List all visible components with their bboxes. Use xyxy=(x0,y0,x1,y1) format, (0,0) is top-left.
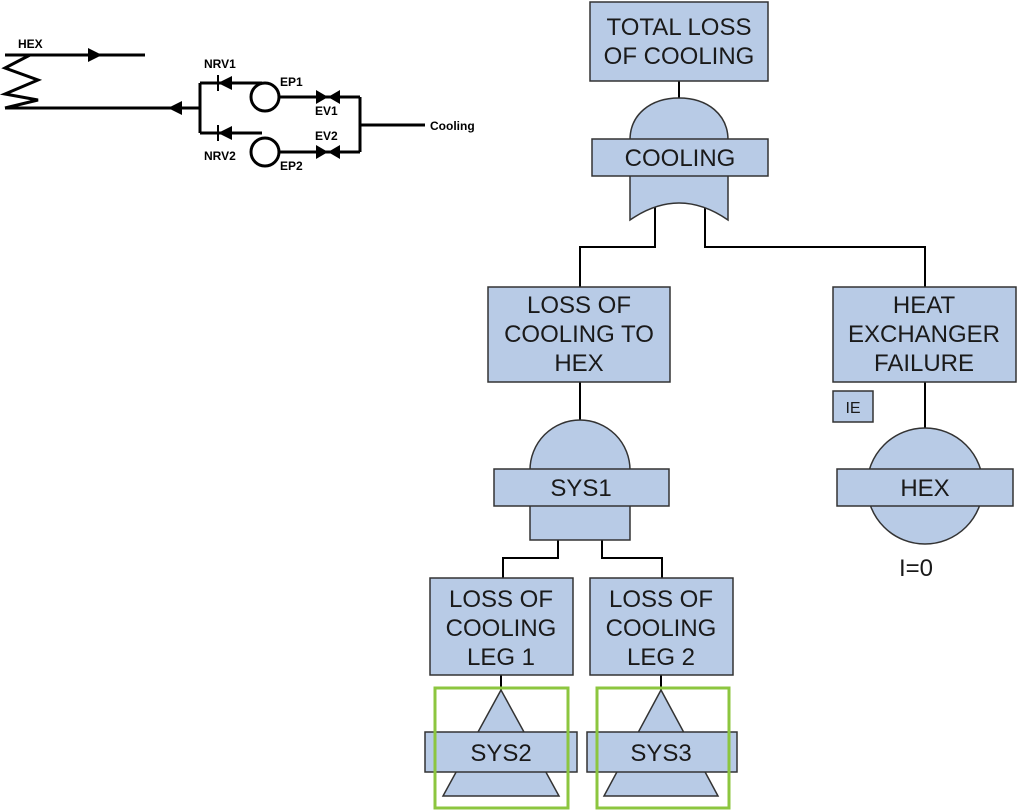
hex-basic-label: HEX xyxy=(900,475,949,502)
hex-failure-line-1: HEAT xyxy=(893,292,956,319)
cooling-label: Cooling xyxy=(430,119,475,133)
hex-failure-line-3: FAILURE xyxy=(874,350,974,377)
flow-arrow-right-icon xyxy=(88,48,102,62)
sys1-label: SYS1 xyxy=(550,475,611,502)
loss-cooling-hex-line-2: COOLING TO xyxy=(504,321,654,348)
loss-cooling-hex-line-3: HEX xyxy=(554,350,603,377)
loss-leg2-line-3: LEG 2 xyxy=(627,644,695,671)
hex-basic-note: I=0 xyxy=(899,555,933,582)
top-event-line-2: OF COOLING xyxy=(604,43,755,70)
loss-leg2-line-2: COOLING xyxy=(606,615,717,642)
ie-badge xyxy=(832,390,874,423)
ie-badge-label: IE xyxy=(845,400,860,417)
sys2-label: SYS2 xyxy=(470,740,531,767)
loss-leg2-box[interactable] xyxy=(589,577,734,676)
loss-cooling-hex-line-1: LOSS OF xyxy=(527,292,631,319)
ev1-label: EV1 xyxy=(315,104,338,118)
nrv1-label: NRV1 xyxy=(204,57,236,71)
sys2-label-box xyxy=(424,731,578,773)
loss-leg1-line-3: LEG 1 xyxy=(467,644,535,671)
or-gate-label: COOLING xyxy=(625,145,736,172)
ev1-valve-left-icon xyxy=(316,90,328,104)
sys1-label-box xyxy=(493,468,670,507)
fault-tree: TOTAL LOSS OF COOLING COOLING LOSS OF CO… xyxy=(424,1,1017,810)
nrv1-check-valve-icon xyxy=(218,76,232,90)
loss-leg2-line-1: LOSS OF xyxy=(609,586,713,613)
loss-leg1-line-1: LOSS OF xyxy=(449,586,553,613)
ev1-valve-right-icon xyxy=(328,90,340,104)
cooling-schematic: HEX NRV1 NRV2 EP1 EP2 EV1 EV2 Cooling xyxy=(0,37,475,173)
ep2-pump-icon xyxy=(249,136,281,168)
loss-leg1-box[interactable] xyxy=(429,577,574,676)
ep1-pump-icon xyxy=(249,81,281,113)
hex-failure-line-2: EXCHANGER xyxy=(848,321,1000,348)
ep1-label: EP1 xyxy=(280,75,303,89)
connector-and-left xyxy=(502,540,559,578)
nrv2-check-valve-icon xyxy=(218,126,232,140)
ev2-valve-left-icon xyxy=(316,145,328,159)
loss-leg1-line-2: COOLING xyxy=(446,615,557,642)
hex-failure-box[interactable] xyxy=(832,286,1017,383)
top-event-line-1: TOTAL LOSS xyxy=(607,14,752,41)
top-event-box[interactable] xyxy=(589,1,769,82)
loss-cooling-hex-box[interactable] xyxy=(487,286,671,383)
ev2-valve-right-icon xyxy=(328,145,340,159)
flow-arrow-left-icon xyxy=(168,101,182,115)
sys3-label-box xyxy=(586,731,738,773)
hex-schematic-label: HEX xyxy=(18,37,43,51)
connector-and-right xyxy=(601,540,663,578)
hex-basic-label-box xyxy=(836,468,1014,507)
connector-or-left xyxy=(579,200,656,287)
sys2-highlight-frame xyxy=(433,686,570,810)
connector-or-right xyxy=(704,200,926,287)
heat-exchanger-coil-icon xyxy=(0,53,43,110)
or-gate-label-box xyxy=(591,138,769,177)
nrv2-label: NRV2 xyxy=(204,149,236,163)
ep2-label: EP2 xyxy=(280,159,303,173)
sys3-highlight-frame xyxy=(595,686,731,810)
sys3-label: SYS3 xyxy=(630,740,691,767)
ev2-label: EV2 xyxy=(315,129,338,143)
